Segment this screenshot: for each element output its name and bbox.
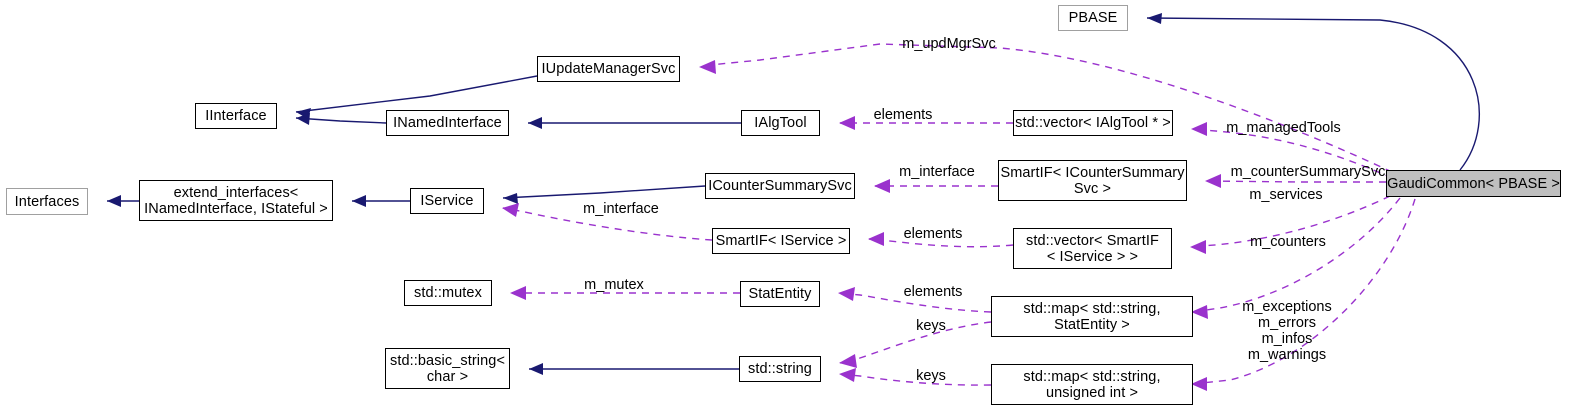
node-iupdatemanagersvc[interactable]: IUpdateManagerSvc (537, 56, 680, 82)
edge-label-keys-unsigned-int: keys (916, 368, 946, 384)
node-statentity[interactable]: StatEntity (740, 281, 820, 307)
node-std-vector-smartif-iservice[interactable]: std::vector< SmartIF < IService > > (1013, 228, 1172, 269)
edge-label-m-interface-countersummary: m_interface (899, 164, 975, 180)
node-std-string[interactable]: std::string (739, 356, 821, 382)
edge-gaudicommon-to-map-uint (1191, 198, 1416, 391)
node-pbase[interactable]: PBASE (1058, 5, 1128, 31)
node-iservice[interactable]: IService (410, 188, 484, 214)
edge-map-uint-to-stdstring (839, 368, 992, 386)
node-std-map-string-unsigned-int[interactable]: std::map< std::string, unsigned int > (991, 364, 1193, 405)
edge-label-m-services: m_services (1249, 187, 1323, 203)
edge-label-keys-statentity: keys (916, 318, 946, 334)
edge-vector-ialgtool-to-ialgtool (839, 116, 1013, 130)
node-icountersummarysvc[interactable]: ICounterSummarySvc (705, 173, 855, 199)
edge-gaudicommon-to-pbase (1146, 13, 1480, 171)
node-std-mutex[interactable]: std::mutex (404, 280, 492, 306)
edge-label-m-countersummarysvc: m_counterSummarySvc (1230, 164, 1386, 180)
edge-iservice-to-extend-interfaces (352, 195, 410, 207)
node-std-vector-ialgtool[interactable]: std::vector< IAlgTool * > (1013, 110, 1173, 136)
node-gaudicommon-pbase[interactable]: GaudiCommon< PBASE > (1386, 170, 1561, 197)
node-smartif-iservice[interactable]: SmartIF< IService > (712, 228, 850, 254)
node-smartif-icountersummarysvc[interactable]: SmartIF< ICounterSummary Svc > (998, 160, 1187, 201)
edge-label-m-counters: m_counters (1250, 234, 1326, 250)
edge-stdstring-to-basic-string (529, 363, 739, 375)
edge-label-m-managedtools: m_managedTools (1226, 120, 1341, 136)
edge-smartif-iservice-to-iservice (502, 203, 713, 241)
node-extend-interfaces[interactable]: extend_interfaces< INamedInterface, ISta… (139, 180, 333, 221)
edge-map-statentity-to-stdstring (839, 321, 992, 368)
edge-gaudicommon-to-iupdatemanagersvc (699, 43, 1393, 173)
edge-map-statentity-to-statentity (838, 287, 992, 313)
node-std-map-string-statentity[interactable]: std::map< std::string, StatEntity > (991, 296, 1193, 337)
node-iinterface[interactable]: IInterface (195, 103, 277, 129)
edge-statentity-to-stdmutex (510, 286, 740, 300)
edge-label-elements-statentity: elements (903, 284, 963, 300)
node-interfaces[interactable]: Interfaces (6, 188, 88, 215)
edge-smartif-ics-to-icountersummarysvc (874, 179, 998, 193)
edge-gaudicommon-to-vector-ialgtool (1191, 122, 1393, 179)
edge-ialgtool-to-inamedinterface (528, 117, 741, 129)
edge-label-m-mutex: m_mutex (584, 277, 644, 293)
edge-label-m-exceptions-errors-infos-warnings: m_exceptions m_errors m_infos m_warnings (1242, 299, 1332, 363)
edge-gaudicommon-to-vector-smartif (1190, 195, 1391, 254)
node-inamedinterface[interactable]: INamedInterface (386, 110, 509, 136)
edge-gaudicommon-to-smartif-ics (1205, 174, 1386, 188)
edge-label-elements-smartif: elements (903, 226, 963, 242)
edge-iupdatemanagersvc-to-iinterface (295, 75, 538, 119)
edge-extend-interfaces-to-interfaces (107, 195, 139, 207)
edge-vector-smartif-to-smartif-iservice (868, 232, 1014, 248)
edge-inamedinterface-to-iinterface (295, 113, 387, 125)
node-std-basic-string[interactable]: std::basic_string< char > (385, 348, 510, 389)
edge-icountersummarysvc-to-iservice (502, 185, 706, 204)
edge-label-m-interface-iservice: m_interface (583, 201, 659, 217)
node-ialgtool[interactable]: IAlgTool (741, 110, 820, 136)
edge-label-m-updmgrsvc: m_updMgrSvc (902, 36, 996, 52)
edge-label-elements-ialgtool: elements (873, 107, 933, 123)
edge-gaudicommon-to-map-statentity (1191, 197, 1401, 319)
